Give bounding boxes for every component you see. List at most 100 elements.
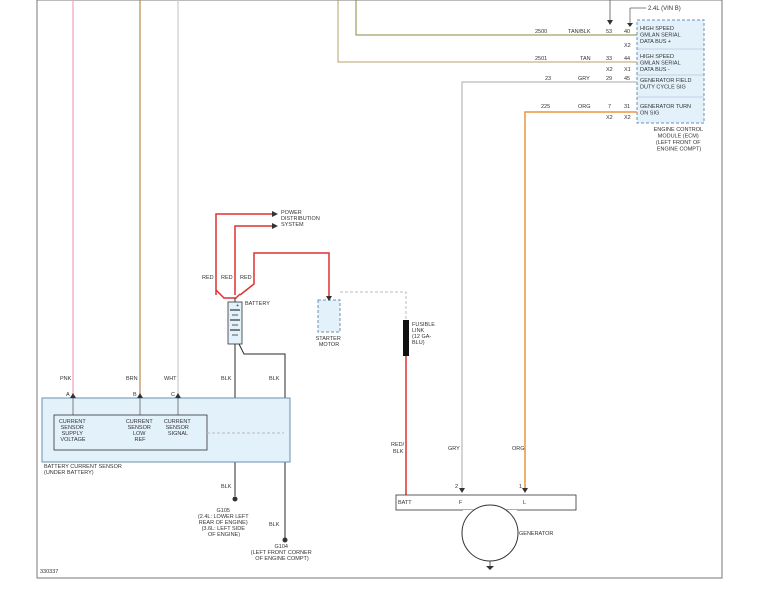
ecm-signal-label: GENERATOR TURN ON SIG <box>640 104 693 117</box>
terminal-label: BATT <box>398 500 412 506</box>
wire-org <box>524 111 637 488</box>
pin-number: 31 <box>624 104 630 110</box>
pin-arrow <box>175 393 181 398</box>
ecm-signal-label: GENERATOR FIELD DUTY CYCLE SIG <box>640 78 693 91</box>
pin-arrow <box>459 488 465 493</box>
fusible-link-symbol <box>403 320 409 356</box>
wire-color-label: RED <box>221 275 233 281</box>
arrow-to-power <box>272 223 278 229</box>
wire-color-label: BRN <box>126 376 138 382</box>
wire-color-label: BLK <box>221 376 232 382</box>
wire-olive-top <box>355 0 610 36</box>
diagram-id: 330337 <box>40 569 58 575</box>
ecm-signal-label: HIGH SPEED GMLAN SERIAL DATA BUS + <box>640 26 682 45</box>
connector-label: X2 <box>606 67 613 73</box>
ecm-module-box <box>636 19 705 124</box>
sensor-caption: BATTERY CURRENT SENSOR (UNDER BATTERY) <box>44 464 123 476</box>
wire-color-label: PNK <box>60 376 72 382</box>
wire-red-power-1 <box>215 213 272 295</box>
circuit-number: 2500 <box>535 29 547 35</box>
wire-color-label: BLK <box>269 376 280 382</box>
circuit-number: 225 <box>541 104 550 110</box>
generator-label: GENERATOR <box>519 531 553 537</box>
circuit-number: 2501 <box>535 56 547 62</box>
pin-letter: A <box>66 392 70 398</box>
terminal-label: L <box>523 500 526 506</box>
wire-color-label: WHT <box>164 376 177 382</box>
pin-number: 33 <box>606 56 612 62</box>
starter-group: STARTER MOTOR <box>316 291 407 348</box>
ecm-group: 2.4L (VIN B) 2500 TAN/BLK 53 40 HIGH SPE… <box>337 0 705 488</box>
pin-letter: C <box>171 392 175 398</box>
ecm-caption: ENGINE CONTROL MODULE (ECM) (LEFT FRONT … <box>654 127 705 153</box>
power-distribution-group: POWER DISTRIBUTION SYSTEM RED RED RED <box>202 210 330 299</box>
battery-label: BATTERY <box>245 301 270 307</box>
battery-group: + BATTERY BLK BLK <box>221 298 286 538</box>
fusible-link-label: FUSIBLE LINK (12 GA- BLU) <box>412 322 436 346</box>
wire-color-label: TAN <box>580 56 591 62</box>
wire-color-label: ORG <box>512 446 525 452</box>
pin-number: 45 <box>624 76 630 82</box>
wire-color-label: BLK <box>221 484 232 490</box>
arrow-to-power <box>272 211 278 217</box>
wire-gry <box>461 81 637 488</box>
grounds-group: BLK G105 (2.4L: LOWER LEFT REAR OF ENGIN… <box>198 484 313 562</box>
generator-group: GRY ORG 2 1 BATT F L GENERATOR <box>395 446 577 570</box>
wire-color-label: RED/ <box>391 442 405 448</box>
power-distribution-label: POWER DISTRIBUTION SYSTEM <box>281 210 321 228</box>
page-border <box>36 0 723 579</box>
ground-g105 <box>232 496 238 502</box>
battery-current-sensor-group: PNK BRN WHT A B C CURRENT SENSOR SUPPLY … <box>41 0 291 476</box>
wire-color-label: BLK <box>269 522 280 528</box>
wire-color-label: BLK <box>393 449 404 455</box>
starter-motor-box <box>317 299 341 333</box>
wire-color-label: RED <box>240 275 252 281</box>
fusible-link-group: FUSIBLE LINK (12 GA- BLU) RED/ BLK <box>391 320 436 495</box>
pin-number: 53 <box>606 29 612 35</box>
wire-red-power-2 <box>234 225 272 295</box>
bundle-red <box>215 289 241 299</box>
connector-label: X2 <box>624 43 631 49</box>
sensor-inner-box <box>53 414 208 451</box>
pin-arrow <box>522 488 528 493</box>
generator-ground-symbol <box>486 566 494 570</box>
pin-number: 1 <box>519 484 522 490</box>
engine-note: 2.4L (VIN B) <box>648 6 681 12</box>
pin-arrow <box>70 393 76 398</box>
circuit-number: 23 <box>545 76 551 82</box>
battery-plus: + <box>236 303 239 309</box>
wire-color-label: TAN/BLK <box>568 29 591 35</box>
pin-arrow <box>137 393 143 398</box>
pin-letter: B <box>133 392 137 398</box>
generator-symbol <box>461 504 519 562</box>
g104-label: G104 (LEFT FRONT CORNER OF ENGINE COMPT) <box>251 544 313 562</box>
engine-note-arrow <box>627 23 633 27</box>
wire-color-label: RED <box>202 275 214 281</box>
wire-tan <box>337 0 637 63</box>
ecm-signal-label: HIGH SPEED GMLAN SERIAL DATA BUS - <box>640 54 682 73</box>
connector-label: X2 <box>606 115 613 121</box>
wire-color-label: ORG <box>578 104 591 110</box>
wire-color-label: GRY <box>448 446 460 452</box>
pin-number: 40 <box>624 29 630 35</box>
connector-label: X2 <box>624 115 631 121</box>
battery-symbol <box>227 301 243 345</box>
sensor-low-ref-label: CURRENT SENSOR LOW REF <box>126 419 154 443</box>
pin-number: 7 <box>608 104 611 110</box>
pin-number: 2 <box>455 484 458 490</box>
sensor-supply-label: CURRENT SENSOR SUPPLY VOLTAGE <box>59 419 87 443</box>
sensor-signal-label: CURRENT SENSOR SIGNAL <box>164 419 192 437</box>
ground-g104 <box>282 537 288 543</box>
starter-arrow <box>326 296 332 301</box>
starter-label: STARTER MOTOR <box>316 336 343 348</box>
connector-label: X1 <box>624 67 631 73</box>
wire-color-label: GRY <box>578 76 590 82</box>
pin-number: 29 <box>606 76 612 82</box>
terminal-label: F <box>459 500 463 506</box>
pin-arrow <box>607 20 613 25</box>
pin-number: 44 <box>624 56 630 62</box>
wire-red-starter <box>239 252 330 298</box>
g105-label: G105 (2.4L: LOWER LEFT REAR OF ENGINE) (… <box>198 508 250 538</box>
starter-dashed-link <box>340 291 407 320</box>
